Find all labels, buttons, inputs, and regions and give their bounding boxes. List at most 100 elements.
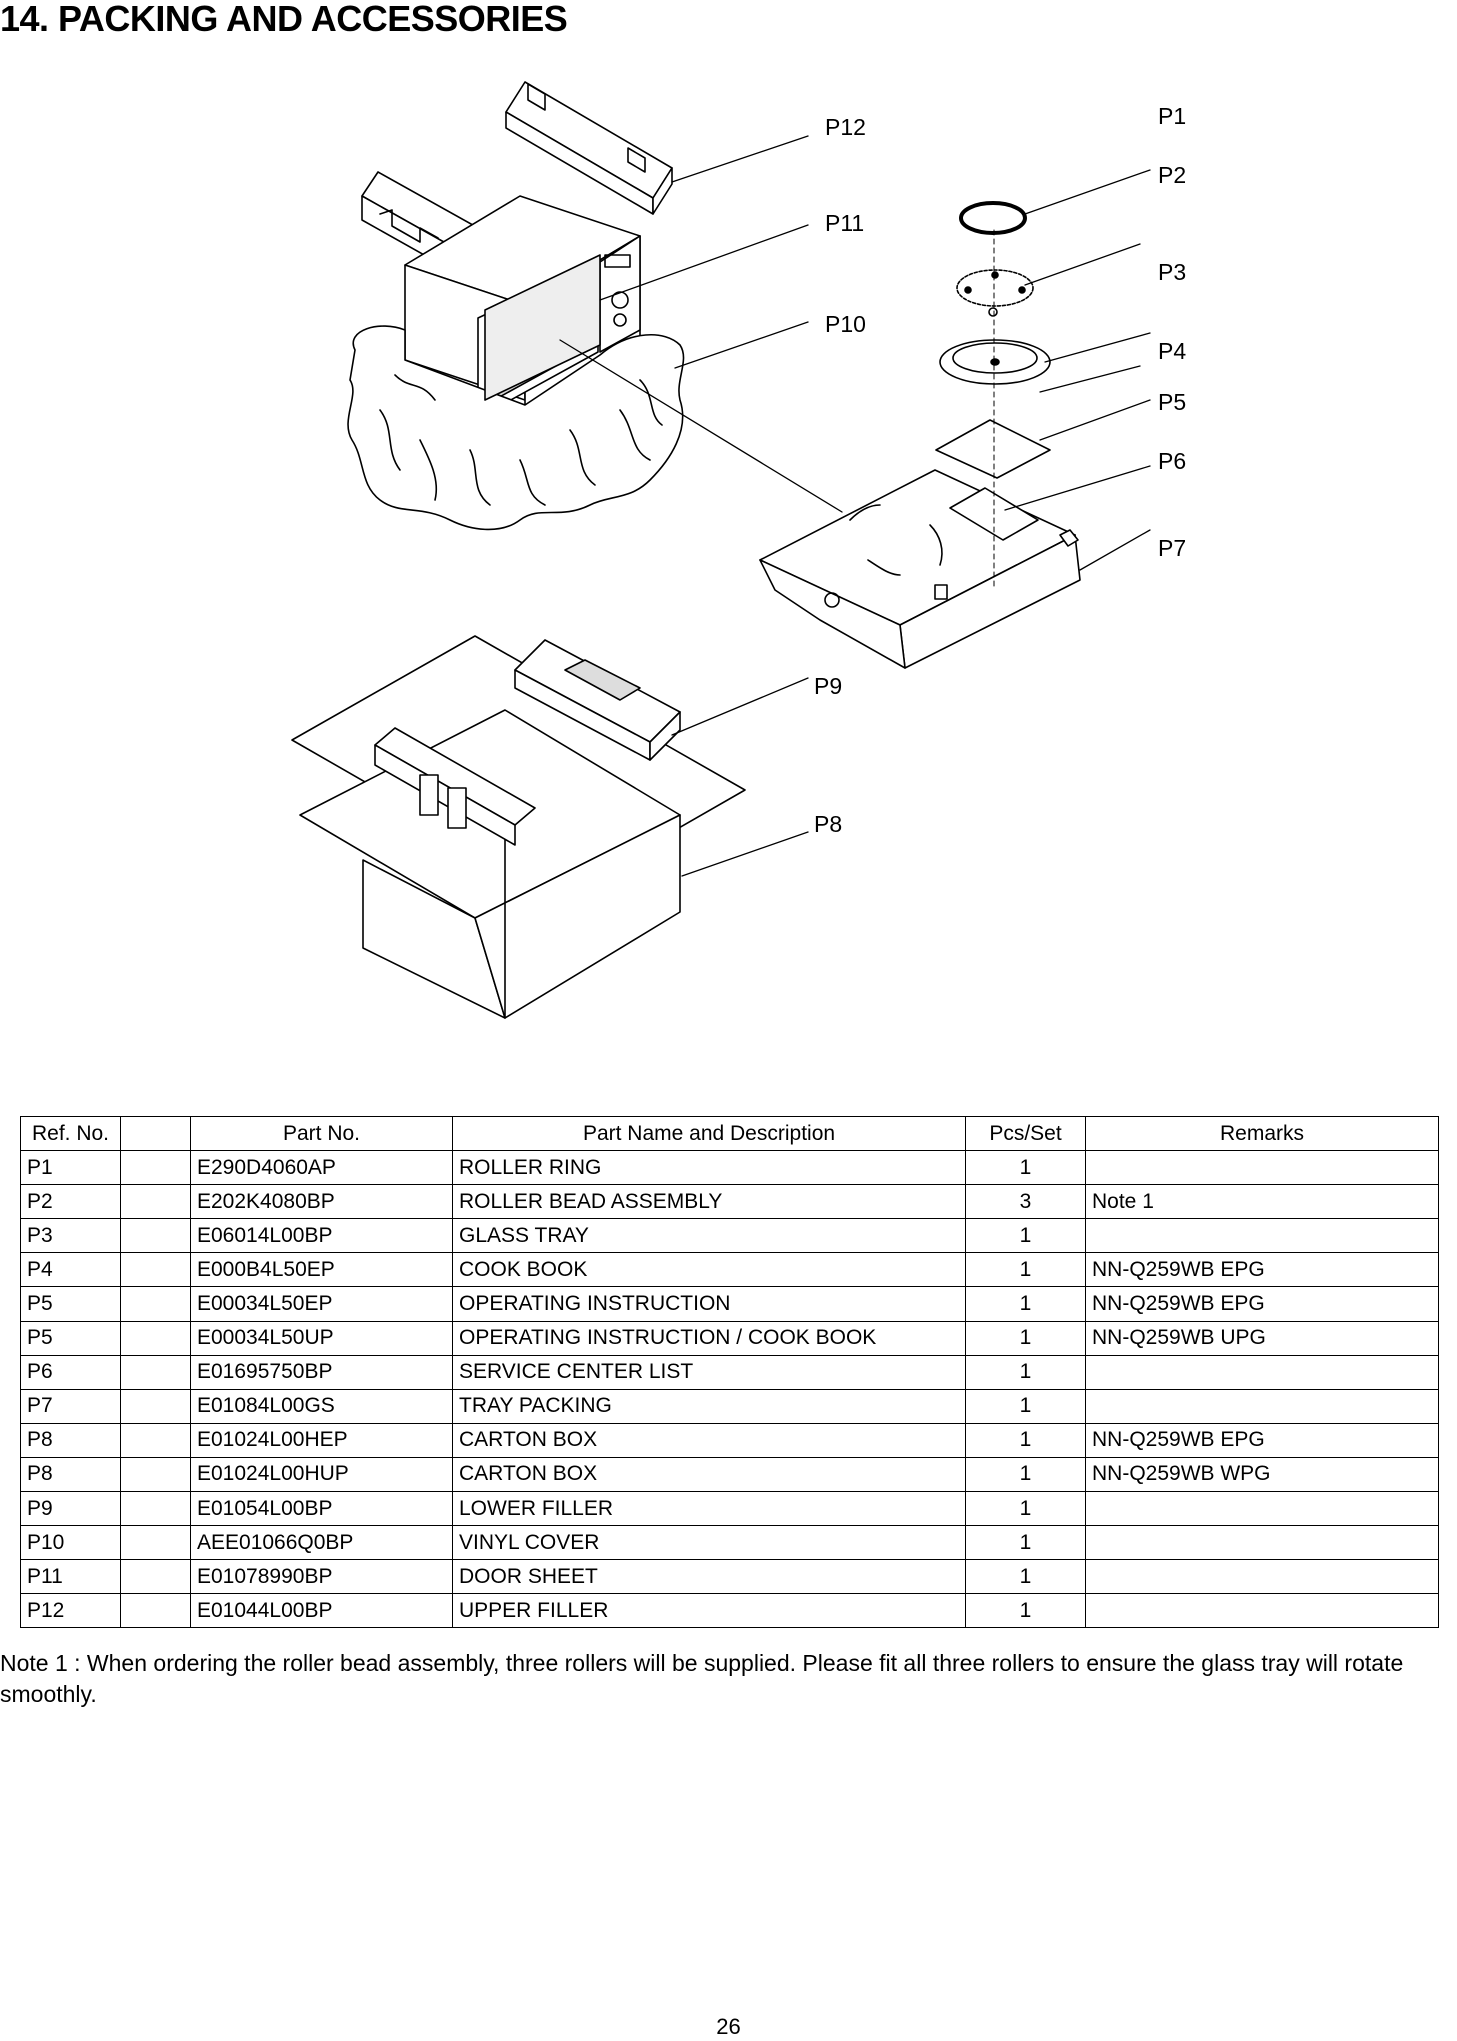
cell-blank <box>120 1286 191 1322</box>
cell-part-name: LOWER FILLER <box>452 1491 966 1527</box>
glass-tray-drawing <box>939 339 1051 385</box>
cell-pcs-set: 1 <box>965 1491 1086 1527</box>
cell-ref-no: P4 <box>20 1252 121 1288</box>
cell-part-no: E290D4060AP <box>190 1150 453 1186</box>
cell-remarks: NN-Q259WB EPG <box>1085 1422 1439 1458</box>
cell-part-no: E01695750BP <box>190 1354 453 1390</box>
header-ref-no: Ref. No. <box>20 1115 121 1152</box>
cell-part-name: CARTON BOX <box>452 1456 966 1493</box>
header-remarks: Remarks <box>1085 1115 1439 1152</box>
cell-part-name: OPERATING INSTRUCTION / COOK BOOK <box>452 1320 966 1356</box>
upper-filler-drawing <box>505 81 673 215</box>
callout-p2: P2 <box>1158 162 1186 188</box>
cell-pcs-set: 3 <box>965 1184 1086 1220</box>
cell-part-no: E00034L50EP <box>190 1286 453 1322</box>
cell-ref-no: P6 <box>20 1354 121 1390</box>
vinyl-cover-drawing <box>347 325 685 531</box>
cell-pcs-set: 1 <box>965 1286 1086 1322</box>
cell-remarks <box>1085 1354 1439 1390</box>
cell-blank <box>120 1150 191 1186</box>
cell-ref-no: P3 <box>20 1218 121 1254</box>
cell-remarks: Note 1 <box>1085 1184 1439 1220</box>
cell-pcs-set: 1 <box>965 1320 1086 1356</box>
cell-blank <box>120 1354 191 1390</box>
page-number: 26 <box>716 2014 741 2039</box>
cell-pcs-set: 1 <box>965 1456 1086 1493</box>
cell-remarks <box>1085 1593 1439 1629</box>
cell-blank <box>120 1218 191 1254</box>
callout-p8: P8 <box>814 811 842 837</box>
callout-p11: P11 <box>825 210 864 236</box>
cell-ref-no: P5 <box>20 1286 121 1322</box>
operating-instruction-drawing <box>935 419 1051 479</box>
cell-remarks: NN-Q259WB UPG <box>1085 1320 1439 1356</box>
cell-part-name: COOK BOOK <box>452 1252 966 1288</box>
cell-part-name: DOOR SHEET <box>452 1559 966 1595</box>
callout-p3: P3 <box>1158 259 1186 285</box>
header-part-no: Part No. <box>190 1115 453 1152</box>
cell-part-name: UPPER FILLER <box>452 1593 966 1629</box>
callout-p7: P7 <box>1158 535 1186 561</box>
cell-blank <box>120 1525 191 1561</box>
cell-blank <box>120 1559 191 1595</box>
header-blank <box>120 1115 191 1152</box>
cell-part-no: E06014L00BP <box>190 1218 453 1254</box>
roller-ring-drawing <box>959 201 1027 235</box>
cell-pcs-set: 1 <box>965 1388 1086 1424</box>
cell-part-name: SERVICE CENTER LIST <box>452 1354 966 1390</box>
header-part-name: Part Name and Description <box>452 1115 966 1152</box>
exploded-packing-diagram: P1 P2 P3 P4 P5 P6 P7 P8 P9 P10 P11 P12 <box>291 81 1186 1019</box>
cell-part-name: GLASS TRAY <box>452 1218 966 1254</box>
cell-part-name: OPERATING INSTRUCTION <box>452 1286 966 1322</box>
cell-remarks <box>1085 1388 1439 1424</box>
cell-part-no: E01024L00HEP <box>190 1422 453 1458</box>
cell-blank <box>120 1252 191 1288</box>
cell-pcs-set: 1 <box>965 1559 1086 1595</box>
cell-ref-no: P1 <box>20 1150 121 1186</box>
tray-packing-drawing <box>759 469 1081 669</box>
cell-part-no: E01044L00BP <box>190 1593 453 1629</box>
cell-remarks <box>1085 1150 1439 1186</box>
cell-ref-no: P10 <box>20 1525 121 1561</box>
cell-remarks <box>1085 1218 1439 1254</box>
cell-part-no: E000B4L50EP <box>190 1252 453 1288</box>
cell-blank <box>120 1456 191 1493</box>
cell-part-name: ROLLER RING <box>452 1150 966 1186</box>
cell-part-name: VINYL COVER <box>452 1525 966 1561</box>
cell-part-no: E01084L00GS <box>190 1388 453 1424</box>
cell-ref-no: P5 <box>20 1320 121 1356</box>
cell-remarks <box>1085 1559 1439 1595</box>
cell-blank <box>120 1491 191 1527</box>
callout-p9: P9 <box>814 673 842 699</box>
cell-part-no: AEE01066Q0BP <box>190 1525 453 1561</box>
parts-table: Ref. No. Part No. Part Name and Descript… <box>20 1115 1439 1629</box>
lower-filler-drawing <box>374 639 681 846</box>
callout-p1: P1 <box>1158 103 1186 129</box>
cell-blank <box>120 1184 191 1220</box>
cell-blank <box>120 1593 191 1629</box>
cell-ref-no: P9 <box>20 1491 121 1527</box>
cell-ref-no: P7 <box>20 1388 121 1424</box>
cell-part-no: E00034L50UP <box>190 1320 453 1356</box>
callout-p12: P12 <box>825 114 866 140</box>
cell-remarks <box>1085 1491 1439 1527</box>
cell-pcs-set: 1 <box>965 1354 1086 1390</box>
cell-pcs-set: 1 <box>965 1422 1086 1458</box>
cell-pcs-set: 1 <box>965 1593 1086 1629</box>
cell-blank <box>120 1422 191 1458</box>
roller-bead-assembly-drawing <box>956 269 1034 317</box>
cell-blank <box>120 1320 191 1356</box>
cell-remarks: NN-Q259WB EPG <box>1085 1286 1439 1322</box>
cell-ref-no: P12 <box>20 1593 121 1629</box>
cell-ref-no: P2 <box>20 1184 121 1220</box>
cell-ref-no: P11 <box>20 1559 121 1595</box>
header-pcs-set: Pcs/Set <box>965 1115 1086 1152</box>
